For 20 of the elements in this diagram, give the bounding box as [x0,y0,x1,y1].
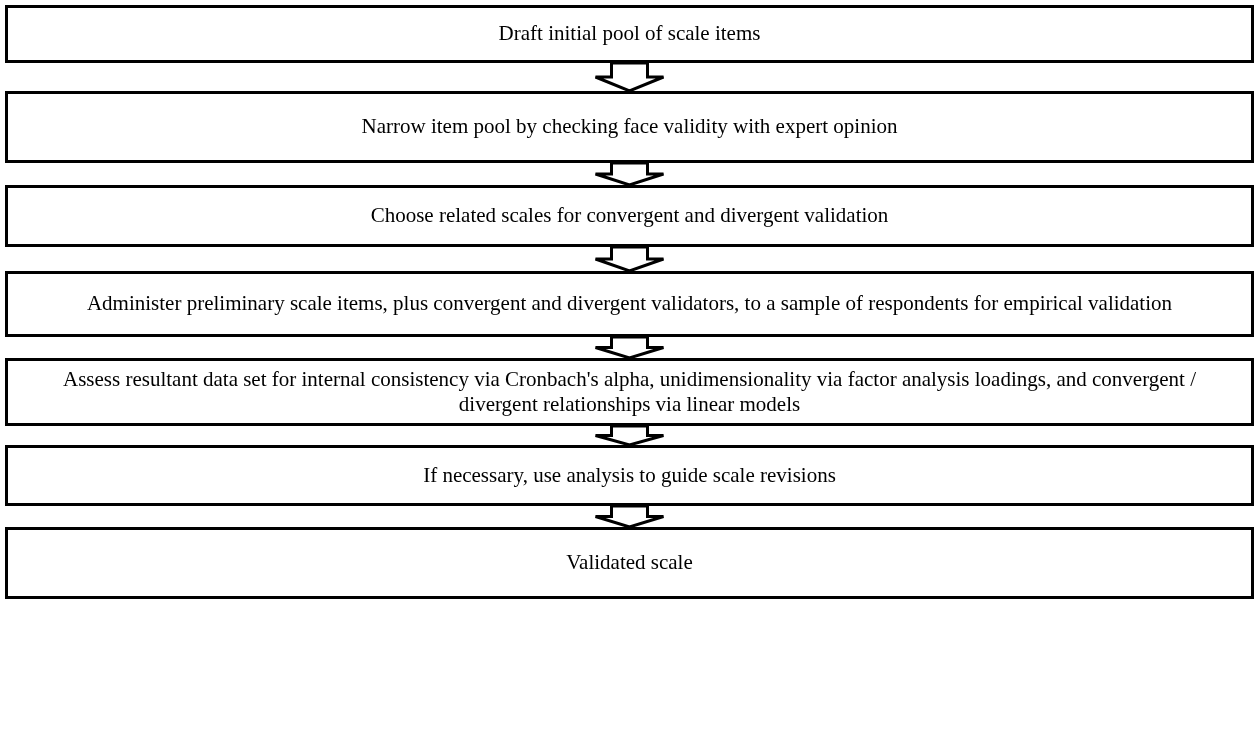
block-arrow [594,424,665,447]
step-text: Choose related scales for convergent and divergent validation [370,203,889,229]
step-text: Validated scale [566,550,693,576]
process-box [5,358,1254,426]
step-text: Draft initial pool of scale items [498,21,761,47]
step-text: Narrow item pool by checking face validity with expert opinion [361,114,898,140]
process-box [5,527,1254,599]
step-text: Assess resultant data set for internal consistency via Cronbach's alpha, unidimensionality via factor analysis loadings, and convergent / divergent relationships via linear models [62,366,1197,418]
process-box [5,445,1254,506]
block-arrow [594,335,665,360]
block-arrow [594,161,665,187]
step-text: Administer preliminary scale items, plus convergent and divergent validators, to a sample of respondents for empirical validation [86,291,1173,317]
process-box [5,271,1254,337]
process-box [5,91,1254,163]
process-box [5,5,1254,63]
block-arrow [594,61,665,93]
block-arrow [594,504,665,529]
process-box [5,185,1254,247]
block-arrow [594,245,665,273]
step-text: If necessary, use analysis to guide scale revisions [423,462,836,489]
